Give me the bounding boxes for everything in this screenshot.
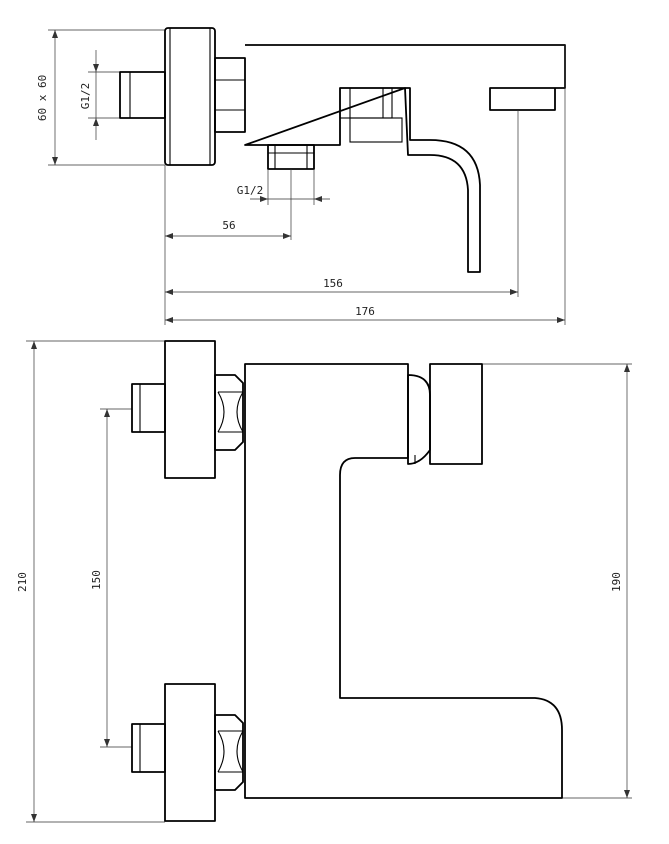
front-view: 210 150 190 bbox=[16, 340, 632, 823]
lower-nipple bbox=[131, 723, 166, 773]
upper-nipple bbox=[131, 383, 166, 433]
label-flange-size: 60 x 60 bbox=[36, 75, 49, 121]
lower-flange bbox=[164, 683, 216, 822]
wall-nipple bbox=[119, 71, 166, 119]
side-view: 60 x 60 G1/2 G1/2 56 156 176 bbox=[36, 27, 566, 325]
mixer-body-front bbox=[244, 363, 563, 799]
handle-cap bbox=[429, 363, 483, 465]
union-nut bbox=[214, 57, 246, 133]
label-total-width: 210 bbox=[16, 572, 29, 592]
label-thread-wall: G1/2 bbox=[79, 83, 92, 110]
label-spout-width: 190 bbox=[610, 572, 623, 592]
label-handle-reach: 156 bbox=[323, 277, 343, 290]
upper-flange bbox=[164, 340, 216, 479]
wall-flange bbox=[164, 27, 216, 166]
upper-hex-nut bbox=[214, 374, 244, 451]
label-outlet-offset: 56 bbox=[222, 219, 235, 232]
label-thread-outlet: G1/2 bbox=[237, 184, 264, 197]
label-total-depth: 176 bbox=[355, 305, 375, 318]
label-connection-spacing: 150 bbox=[90, 570, 103, 590]
lower-hex-nut bbox=[214, 714, 244, 791]
lever-handle bbox=[404, 87, 481, 273]
